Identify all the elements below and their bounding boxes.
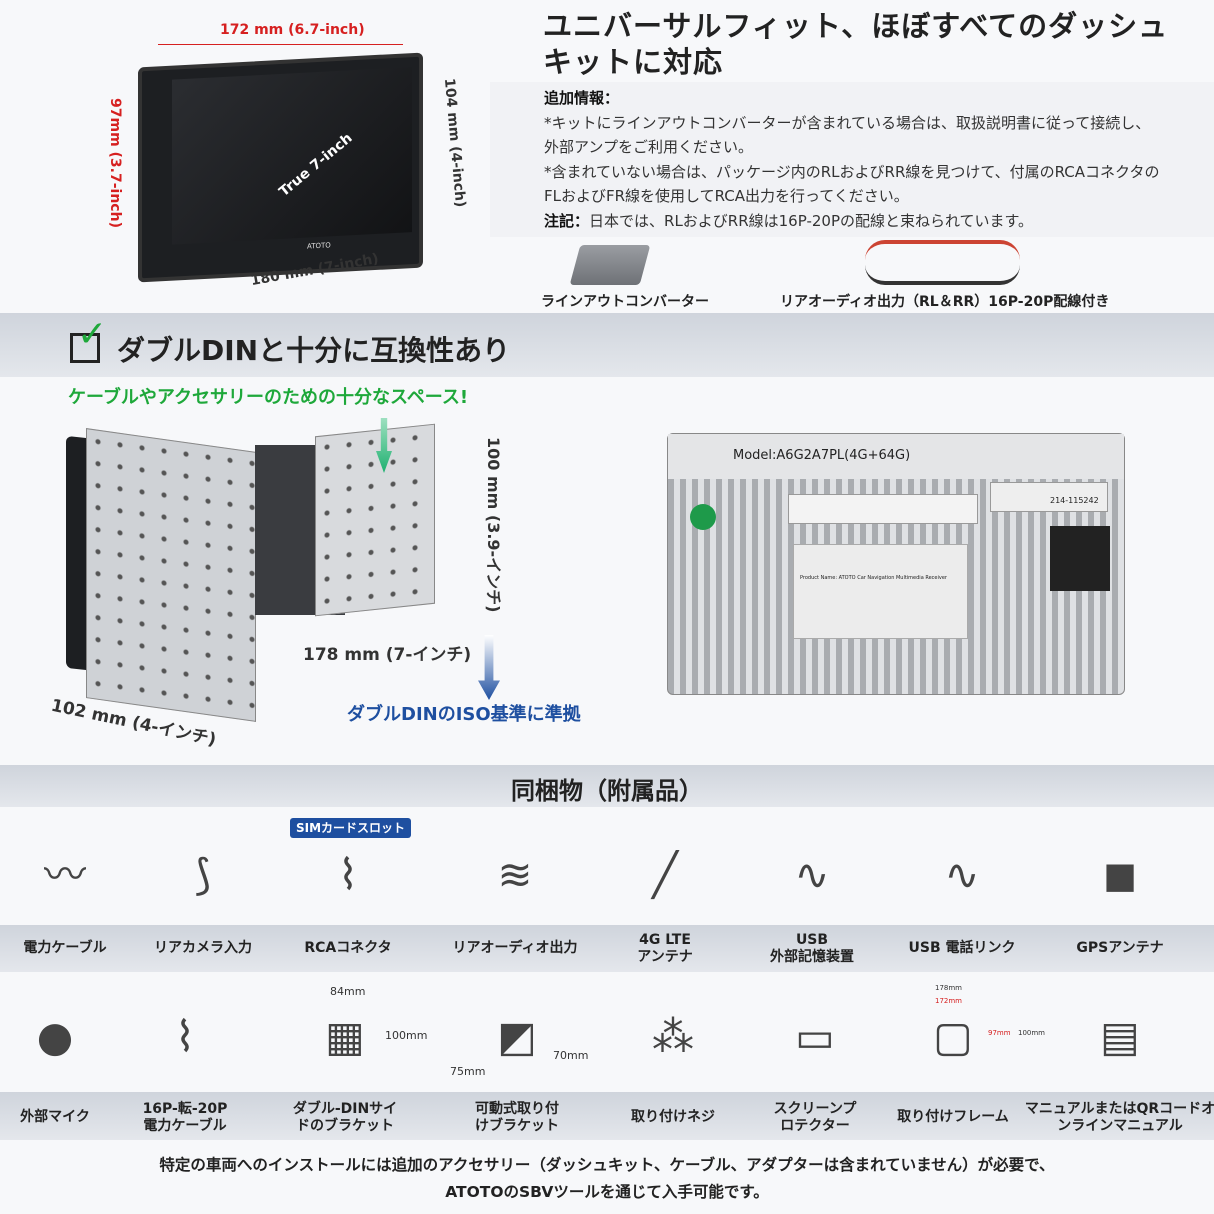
manual-icon: ▤ [1100, 1012, 1140, 1061]
package-item-label: USB 外部記憶装置 [770, 932, 854, 965]
screws-icon: ⁂ [652, 1012, 694, 1061]
din-heading: ダブルDINと十分に互換性あり [117, 334, 511, 367]
brand-logo: ATOTO [307, 241, 331, 251]
package-row1-label-band [0, 925, 1214, 972]
package-item-label: 可動式取り付 けブラケット [475, 1101, 559, 1134]
rear-camera-cable-icon: ⟆ [194, 850, 212, 899]
checkbox-icon: ✓ [70, 314, 107, 363]
package-item-label: リアカメラ入力 [154, 940, 252, 956]
package-item-label: RCAコネクタ [304, 940, 392, 956]
package-band: 同梱物（附属品） [0, 765, 1214, 807]
package-dim-label: 100mm [1018, 1029, 1045, 1037]
dim-height-label: 100 mm (3.9-インチ) [484, 437, 503, 613]
height-left-label: 97mm (3.7-inch) [107, 98, 123, 228]
package-item-label: リアオーディオ出力 [452, 940, 578, 956]
usb-cable-icon: ∿ [794, 850, 830, 899]
package-dim-label: 70mm [553, 1049, 589, 1062]
line-out-converter-image [569, 245, 651, 285]
sim-badge: SIMカードスロット [290, 818, 412, 838]
unit-rear-image: Model:A6G2A7PL(4G+64G) Product Name: ATO… [667, 433, 1125, 695]
arrow-down-icon [478, 635, 500, 700]
power-cable-icon: 〰 [43, 850, 86, 899]
package-item-label: 16P-転-20P 電力ケーブル [142, 1101, 228, 1134]
package-item-label: 外部マイク [20, 1109, 90, 1125]
package-item-label: 4G LTE アンテナ [637, 932, 693, 965]
package-dim-label: 75mm [450, 1065, 486, 1078]
package-dim-label: 84mm [330, 985, 366, 998]
screen-protector-icon: ▭ [795, 1012, 835, 1061]
rear-audio-harness-image [865, 240, 1020, 285]
caption-rear-audio: リアオーディオ出力（RL＆RR）16P-20P配線付き [780, 294, 1110, 310]
footer-note: 特定の車両へのインストールには追加のアクセサリー（ダッシュキット、ケーブル、アダ… [159, 1156, 1055, 1201]
additional-info: 追加情報： *キットにラインアウトコンバーターが含まれている場合は、取扱説明書に… [490, 82, 1214, 237]
rca-connector-icon: ⌇ [337, 850, 359, 899]
package-item-label: 取り付けネジ [631, 1109, 715, 1125]
product-label: Product Name: ATOTO Car Navigation Multi… [793, 544, 968, 639]
package-item-label: ダブル-DINサイ ドのブラケット [292, 1101, 398, 1134]
width-top-label: 172 mm (6.7-inch) [220, 22, 365, 38]
package-item-label: スクリーンプ ロテクター [773, 1101, 857, 1134]
din-subheading: ケーブルやアクセサリーのための十分なスペース! [68, 387, 469, 408]
lte-antenna-icon: ╱ [652, 850, 678, 899]
package-item-label: GPSアンテナ [1076, 940, 1164, 956]
rear-audio-cable-icon: ≋ [497, 850, 533, 899]
model-label: Model:A6G2A7PL(4G+64G) [733, 448, 911, 463]
mounting-frame-icon: ▢ [933, 1012, 973, 1061]
gps-antenna-icon: ◼ [1102, 850, 1138, 899]
height-right-label: 104 mm (4-inch) [440, 77, 469, 209]
din-section-band: ✓ ダブルDINと十分に互換性あり [0, 313, 1214, 377]
adapter-cable-icon: ⌇ [174, 1012, 196, 1061]
package-item-label: 取り付けフレーム [897, 1109, 1009, 1125]
package-dim-label: 178mm [935, 984, 962, 992]
page-title: ユニバーサルフィット、ほぼすべてのダッシュキットに対応 [543, 9, 1169, 79]
cert-number: 214-115242 [1050, 496, 1099, 505]
head-unit-screen: True 7-inch ATOTO [138, 52, 423, 283]
caption-line-out-converter: ラインアウトコンバーター [541, 294, 709, 310]
dimension-line [158, 44, 403, 45]
package-row2-label-band [0, 1092, 1214, 1140]
package-dim-label: 97mm [988, 1029, 1011, 1037]
package-item-label: マニュアルまたはQRコードオ ンラインマニュアル [1024, 1101, 1214, 1134]
iso-label: ダブルDINのISO基準に準拠 [347, 704, 581, 725]
package-item-label: USB 電話リンク [908, 940, 1016, 956]
side-brackets-icon: ▦ [325, 1012, 365, 1061]
microphone-icon: ● [36, 1012, 74, 1061]
package-dim-label: 172mm [935, 997, 962, 1005]
package-heading: 同梱物（附属品） [511, 777, 703, 805]
package-item-label: 電力ケーブル [23, 940, 107, 956]
package-dim-label: 100mm [385, 1029, 428, 1042]
usb-phonelink-cable-icon: ∿ [944, 850, 980, 899]
dim-depth-label: 178 mm (7-インチ) [303, 645, 472, 665]
movable-bracket-icon: ◩ [497, 1012, 537, 1061]
